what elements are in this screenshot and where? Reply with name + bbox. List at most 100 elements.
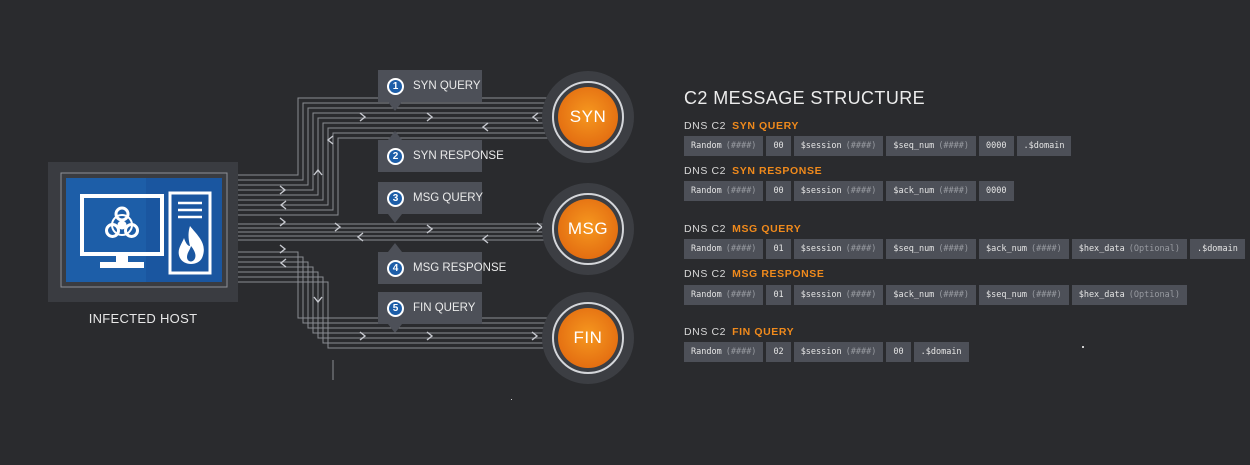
arrow-right-icon	[279, 185, 287, 195]
field-name: $ack_num	[893, 186, 935, 196]
field-hint: (####)	[725, 290, 757, 300]
field-box: 00	[886, 342, 911, 362]
server-fire-icon	[168, 191, 212, 275]
fields-msg-response: Random(####)01$session(####)$ack_num(###…	[684, 285, 1187, 305]
field-box: $hex_data(Optional)	[1071, 239, 1187, 259]
flow-line	[238, 107, 552, 186]
step-number: 2	[387, 147, 404, 165]
field-box: $hex_data(Optional)	[1071, 285, 1187, 305]
message-title-fin-query: DNS C2 FIN QUERY	[684, 326, 794, 338]
field-name: Random	[691, 290, 722, 300]
field-hint: (####)	[938, 290, 970, 300]
field-box: 0000	[979, 181, 1014, 201]
fin-circle	[542, 292, 634, 384]
field-hint: (####)	[845, 186, 877, 196]
flow-line	[238, 271, 552, 339]
flow-line	[238, 102, 552, 181]
field-name: $seq_num	[893, 244, 935, 254]
field-box: .$domain	[1016, 136, 1072, 156]
phase-label-msg: MSG	[567, 219, 609, 238]
field-box: .$domain	[1189, 239, 1245, 259]
field-box: Random(####)	[684, 285, 764, 305]
fields-msg-query: Random(####)01$session(####)$seq_num(###…	[684, 239, 1245, 259]
field-name: .$domain	[920, 347, 962, 357]
arrow-right-icon	[426, 331, 434, 341]
flow-line	[238, 266, 552, 334]
field-name: 01	[773, 244, 784, 254]
arrow-left-icon	[356, 232, 364, 242]
arrow-right-icon	[359, 112, 367, 122]
field-name: 0000	[986, 186, 1007, 196]
flow-line	[238, 281, 552, 349]
arrow-right-icon	[279, 244, 287, 254]
field-box: 00	[766, 181, 791, 201]
msg-circle	[542, 183, 634, 275]
step-syn-query: 1 SYN QUERY	[378, 70, 482, 111]
field-name: $session	[800, 186, 842, 196]
flow-line	[238, 117, 552, 196]
field-box: $ack_num(####)	[979, 239, 1069, 259]
field-box: $session(####)	[793, 285, 884, 305]
field-hint: (Optional)	[1128, 290, 1180, 300]
field-name: $session	[800, 290, 842, 300]
field-hint: (####)	[845, 347, 877, 357]
field-hint: (####)	[725, 141, 757, 151]
field-box: $seq_num(####)	[886, 136, 977, 156]
step-fin-query: 5 FIN QUERY	[378, 292, 482, 333]
field-name: Random	[691, 347, 722, 357]
field-name: $session	[800, 141, 842, 151]
field-box: $ack_num(####)	[886, 285, 977, 305]
field-box: Random(####)	[684, 239, 764, 259]
arrow-right-icon	[426, 112, 434, 122]
message-prefix: DNS C2	[684, 120, 727, 132]
step-msg-query: 3 MSG QUERY	[378, 182, 483, 223]
fields-syn-response: Random(####)00$session(####)$ack_num(###…	[684, 181, 1014, 201]
field-box: Random(####)	[684, 136, 764, 156]
flow-line	[238, 127, 552, 206]
field-name: $seq_num	[986, 290, 1027, 300]
step-number: 5	[387, 299, 404, 317]
message-prefix: DNS C2	[684, 268, 727, 280]
fields-fin-query: Random(####)02$session(####)00.$domain	[684, 342, 969, 362]
arrow-down-icon	[313, 296, 323, 304]
field-hint: (####)	[938, 244, 970, 254]
arrow-left-icon	[481, 234, 489, 244]
infected-host-icon	[48, 162, 238, 302]
field-hint: (####)	[845, 290, 877, 300]
message-kind: FIN QUERY	[732, 326, 795, 338]
arrow-right-icon	[426, 224, 434, 234]
flow-line	[238, 122, 552, 201]
field-hint: (####)	[845, 244, 877, 254]
field-box: $session(####)	[793, 181, 884, 201]
step-number: 4	[387, 259, 404, 277]
arrow-right-icon	[279, 217, 287, 227]
field-name: $session	[800, 347, 842, 357]
field-hint: (####)	[1030, 244, 1062, 254]
field-box: Random(####)	[684, 342, 764, 362]
field-name: Random	[691, 141, 722, 151]
field-box: $session(####)	[793, 239, 884, 259]
field-box: $session(####)	[793, 136, 884, 156]
field-hint: (####)	[845, 141, 877, 151]
message-prefix: DNS C2	[684, 326, 727, 338]
step-msg-response: 4 MSG RESPONSE	[378, 243, 506, 284]
arrow-up-icon	[313, 168, 323, 176]
field-name: $hex_data	[1078, 290, 1125, 300]
arrow-right-icon	[536, 222, 544, 232]
field-name: $ack_num	[893, 290, 935, 300]
step-number: 1	[387, 77, 404, 95]
flow-line	[238, 132, 552, 211]
step-label: SYN RESPONSE	[413, 150, 504, 162]
field-name: 01	[773, 290, 784, 300]
field-name: 00	[893, 347, 904, 357]
message-prefix: DNS C2	[684, 223, 727, 235]
field-name: 00	[773, 186, 784, 196]
field-hint: (####)	[725, 244, 757, 254]
phase-label-syn: SYN	[569, 107, 607, 126]
decorative-dot	[511, 399, 512, 400]
